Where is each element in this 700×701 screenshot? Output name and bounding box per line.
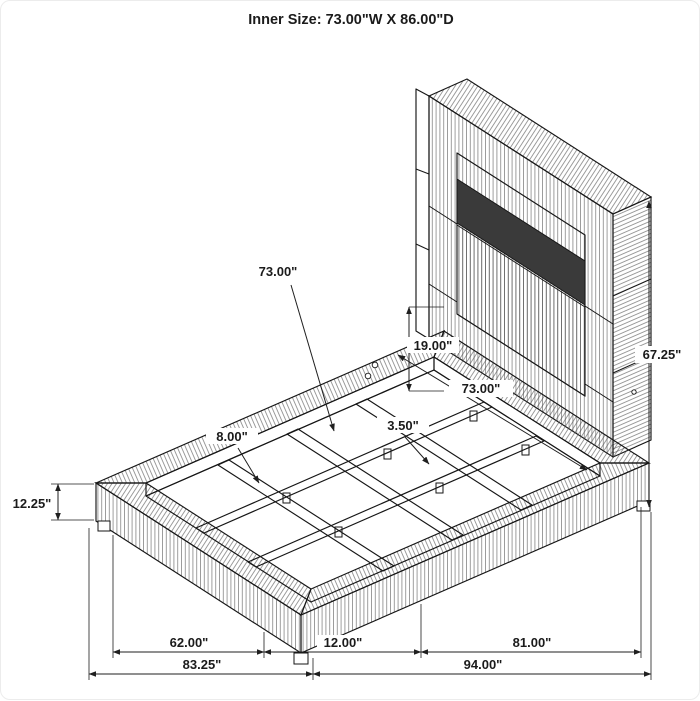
corner-foot — [636, 500, 651, 512]
headboard-right-face — [612, 196, 652, 458]
dim-inner-width-pointer-label: 73.00" — [259, 264, 298, 279]
cross-slat — [217, 459, 395, 572]
corner-foot — [293, 652, 309, 665]
headboard-light-bar — [456, 178, 586, 306]
cross-slat — [355, 398, 533, 511]
dim-overall-height-label: 67.25" — [643, 347, 682, 362]
dimensions: 73.00" 19.00" 67.25" 73.00" 3.50" 8.00" … — [9, 200, 691, 680]
side-outer-face — [300, 462, 650, 654]
dim-side-inner-length-label: 81.00" — [513, 635, 552, 650]
bolt-hole-icon — [631, 389, 637, 395]
dim-rail-width-label: 8.00" — [216, 429, 247, 444]
dim-footboard-inner-width-label: 62.00" — [170, 635, 209, 650]
dim-base-height-label: 12.25" — [13, 496, 52, 511]
dim-slat-width-label: 3.50" — [387, 418, 418, 433]
left-rail — [95, 329, 446, 484]
dim-side-outer-length-label: 94.00" — [464, 657, 503, 672]
cross-slat — [286, 428, 464, 541]
bolt-hole-icon — [371, 361, 379, 369]
dim-headboard-panel-height-label: 19.00" — [414, 338, 453, 353]
dim-inner-width-label: 73.00" — [462, 381, 501, 396]
bolt-hole-icon — [364, 372, 372, 380]
dim-footboard-outer-width-label: 83.25" — [183, 657, 222, 672]
headboard-left-edge — [415, 88, 430, 340]
dim-rail-thickness-label: 12.00" — [324, 635, 363, 650]
corner-foot — [97, 520, 111, 532]
diagram-title: Inner Size: 73.00"W X 86.00"D — [248, 12, 454, 28]
